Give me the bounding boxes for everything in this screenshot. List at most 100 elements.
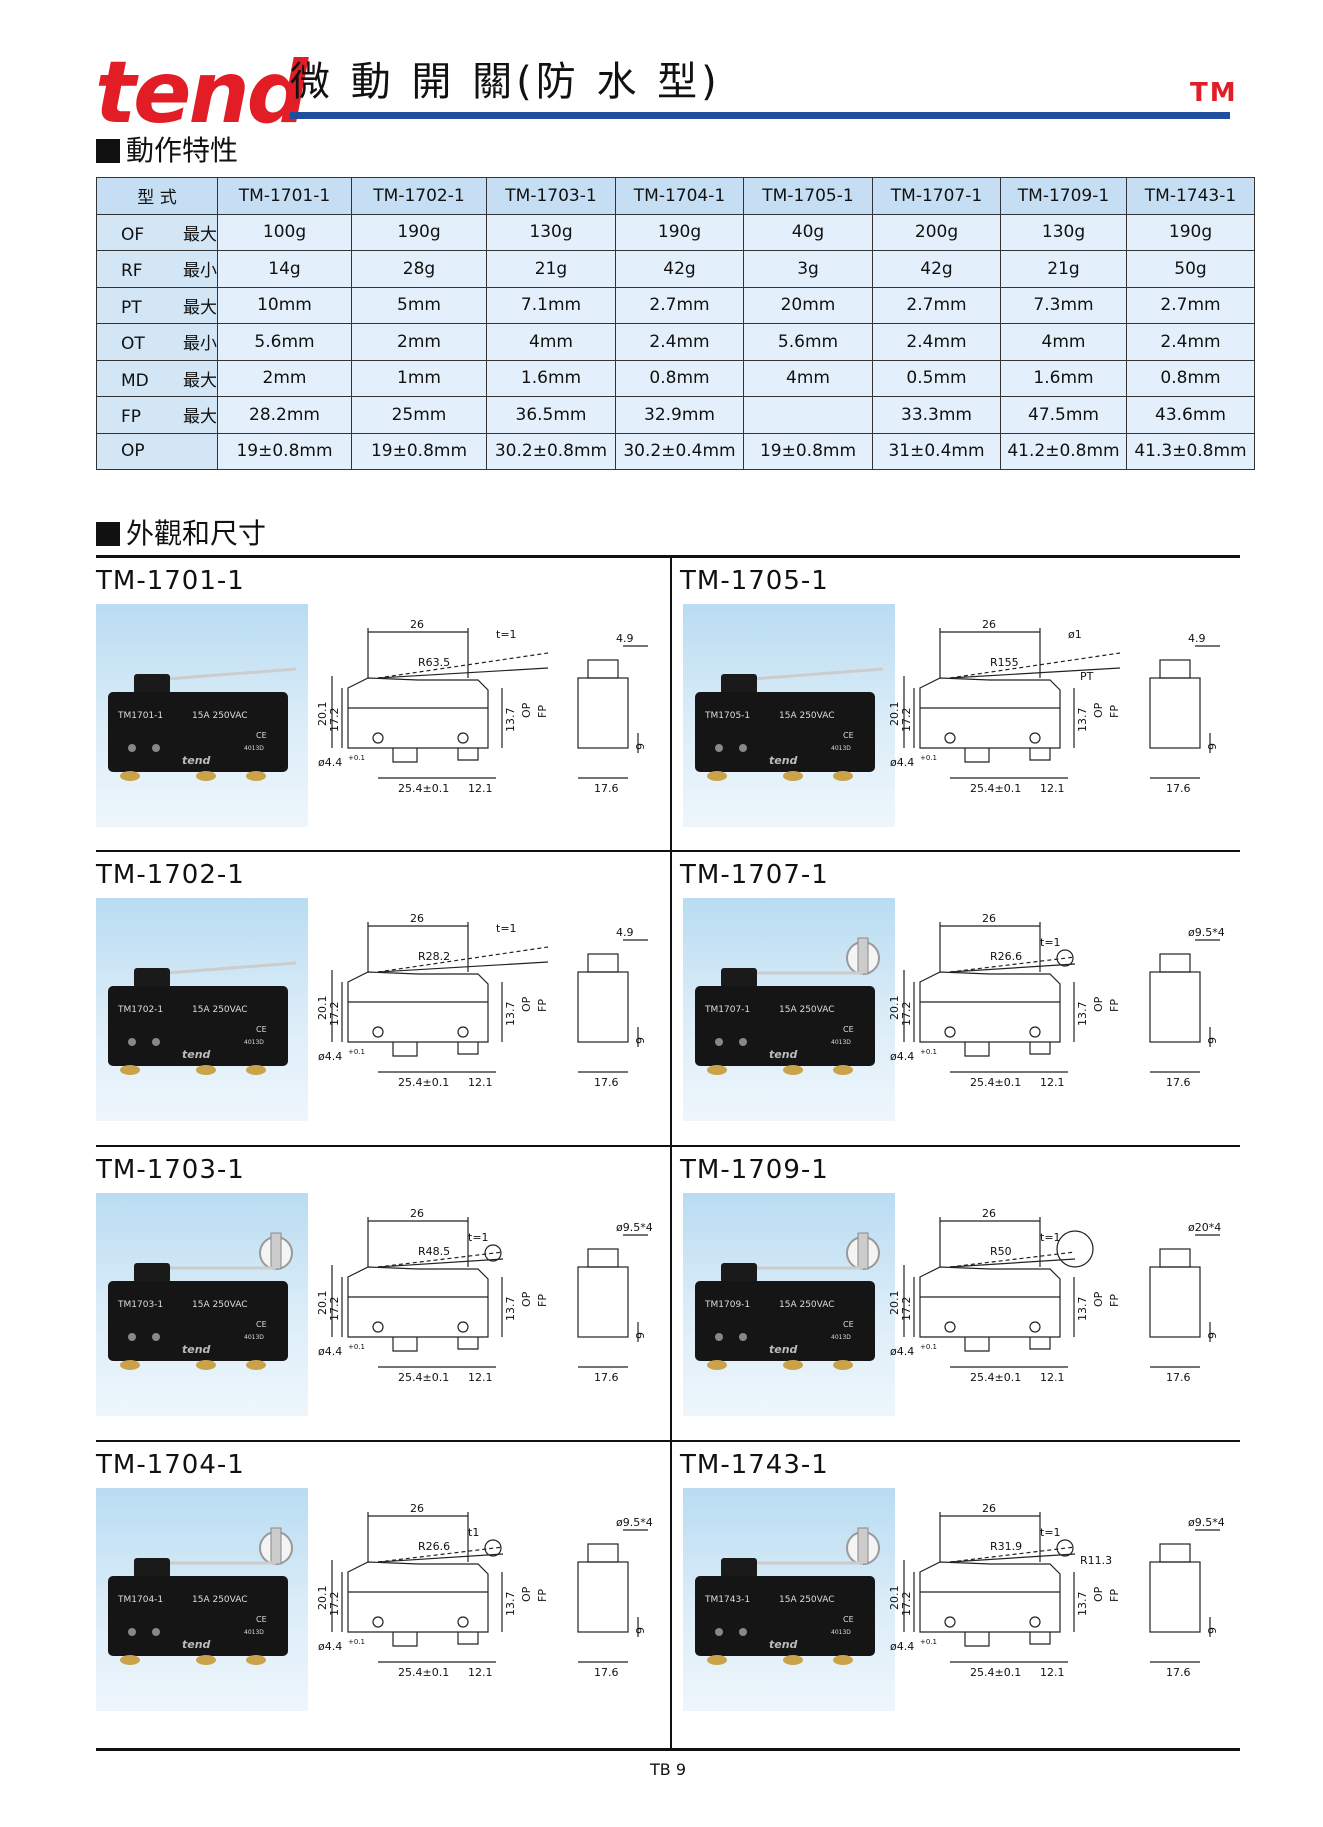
table-cell: 0.8mm (615, 359, 744, 397)
grid-row-rule (96, 1145, 1240, 1147)
photo-ce-mark: CE (843, 1320, 854, 1329)
table-cell: 130g (1000, 213, 1127, 251)
grid-top-rule (96, 555, 1240, 558)
photo-model-print: TM1707-1 (704, 1005, 750, 1015)
table-header-model: TM-1707-1 (872, 177, 1001, 215)
dim-hole: ø4.4 (318, 756, 342, 769)
photo-rating-print: 15A 250VAC (779, 1005, 835, 1015)
dim-op: OP (1092, 1291, 1105, 1307)
dim-h2: 17.2 (900, 708, 913, 733)
photo-rating-print: 15A 250VAC (192, 711, 248, 721)
table-cell: 42g (872, 250, 1001, 288)
product-title: TM-1702-1 (96, 860, 245, 890)
photo-ce-mark: CE (256, 1025, 267, 1034)
dim-h3: 13.7 (504, 708, 517, 733)
table-cell: 100g (217, 213, 352, 251)
section-dimensions: 外觀和尺寸 (96, 520, 266, 548)
dim-op: OP (520, 996, 533, 1012)
photo-code-mark: 4013D (831, 1039, 851, 1046)
table-cell: 43.6mm (1126, 396, 1255, 434)
product-title: TM-1704-1 (96, 1450, 245, 1480)
dim-thickness: t=1 (1040, 1526, 1061, 1539)
table-cell: 47.5mm (1000, 396, 1127, 434)
photo-brand-mark: tend (769, 754, 798, 767)
table-header-model: TM-1703-1 (486, 177, 616, 215)
dim-base: 9 (1206, 1037, 1219, 1044)
row-key: PT (121, 297, 142, 318)
dim-h1: 20.1 (318, 1586, 329, 1611)
table-cell: 5mm (351, 286, 487, 324)
table-cell: 190g (1126, 213, 1255, 251)
row-qualifier: 最大 (183, 297, 217, 318)
table-cell: 2.7mm (872, 286, 1001, 324)
table-cell: 25mm (351, 396, 487, 434)
dim-terminal: 12.1 (468, 1666, 493, 1679)
section-dimensions-label: 外觀和尺寸 (126, 517, 267, 550)
dim-hole: ø4.4 (890, 1640, 914, 1653)
dim-radius: R26.6 (990, 950, 1022, 963)
dim-fp: FP (1108, 1294, 1121, 1307)
dim-h2: 17.2 (900, 1297, 913, 1322)
table-cell: 4mm (743, 359, 873, 397)
dim-op: OP (1092, 702, 1105, 718)
dim-radius: R50 (990, 1245, 1012, 1258)
dim-hole-tol: +0.1 (920, 754, 937, 762)
product-title: TM-1703-1 (96, 1155, 245, 1185)
row-qualifier: 最大 (183, 407, 217, 428)
dim-extra: PT (1080, 670, 1094, 683)
dim-h1: 20.1 (890, 1291, 901, 1316)
table-cell: 4mm (486, 323, 616, 361)
dim-depth: 17.6 (594, 1076, 619, 1089)
table-cell: 21g (1000, 250, 1127, 288)
table-cell: 40g (743, 213, 873, 251)
dim-depth: 17.6 (1166, 1076, 1191, 1089)
product-photo: TM1704-1 15A 250VAC CE 4013D tend (96, 1488, 308, 1711)
switch-body (695, 1281, 875, 1361)
dim-op: OP (520, 1586, 533, 1602)
switch-body (108, 1281, 288, 1361)
table-cell: 50g (1126, 250, 1255, 288)
dim-thickness: t=1 (496, 628, 517, 641)
dim-hole-tol: +0.1 (348, 1048, 365, 1056)
row-key: OF (121, 224, 145, 245)
photo-ce-mark: CE (843, 1615, 854, 1624)
photo-ce-mark: CE (256, 1320, 267, 1329)
dim-fp: FP (1108, 999, 1121, 1012)
table-header-model: TM-1709-1 (1000, 177, 1127, 215)
dim-radius: R31.9 (990, 1540, 1022, 1553)
table-header-model: TM-1705-1 (743, 177, 873, 215)
dim-hole-tol: +0.1 (348, 754, 365, 762)
row-key: RF (121, 261, 143, 282)
dim-depth: 17.6 (594, 1371, 619, 1384)
photo-brand-mark: tend (769, 1343, 798, 1356)
dim-depth: 17.6 (1166, 782, 1191, 795)
dim-pitch: 25.4±0.1 (970, 1076, 1021, 1089)
table-cell: 41.2±0.8mm (1000, 432, 1127, 470)
row-qualifier: 最大 (183, 370, 217, 391)
photo-model-print: TM1701-1 (117, 711, 163, 721)
dim-depth: 17.6 (594, 782, 619, 795)
grid-row-rule (96, 850, 1240, 852)
photo-rating-print: 15A 250VAC (779, 1300, 835, 1310)
product-photo: TM1702-1 15A 250VAC CE 4013D tend (96, 898, 308, 1121)
photo-code-mark: 4013D (244, 1334, 264, 1341)
dim-width: 26 (410, 1502, 424, 1515)
dim-radius: R63.5 (418, 656, 450, 669)
photo-rating-print: 15A 250VAC (779, 1595, 835, 1605)
dim-extra: R11.3 (1080, 1554, 1112, 1567)
dim-h3: 13.7 (504, 1592, 517, 1617)
trademark-mark: TM (1190, 78, 1238, 108)
photo-code-mark: 4013D (831, 1334, 851, 1341)
table-cell: 19±0.8mm (217, 432, 352, 470)
product-photo: TM1707-1 15A 250VAC CE 4013D tend (683, 898, 895, 1121)
table-cell: 2.4mm (1126, 323, 1255, 361)
dim-radius: R28.2 (418, 950, 450, 963)
dim-base: 9 (1206, 1332, 1219, 1339)
dim-width: 26 (982, 912, 996, 925)
product-title: TM-1709-1 (680, 1155, 829, 1185)
